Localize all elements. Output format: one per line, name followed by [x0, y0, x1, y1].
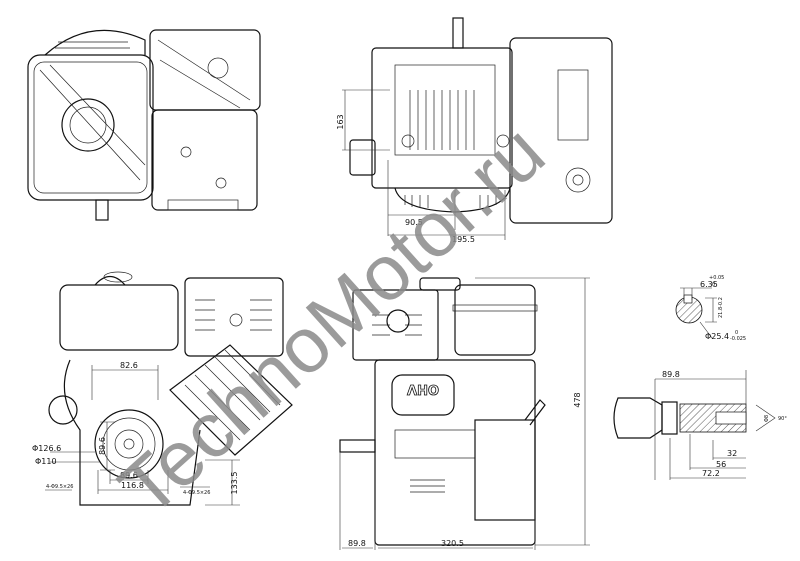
- ohv-label: OHV: [407, 381, 439, 396]
- dim-mount-inner: 89.6: [120, 471, 138, 480]
- dim-bolt-left: 4-Φ9.5×26: [46, 484, 73, 490]
- dim-key-tol-low: 0: [712, 282, 715, 288]
- dim-shaft-total: 72.2: [702, 469, 720, 478]
- dim-angle: 90°: [778, 416, 787, 422]
- dim-top-width: 195.5: [452, 235, 475, 244]
- side-view: OHV 478 89.8 320.5: [339, 277, 590, 550]
- dim-top-offset: 90.5: [405, 218, 423, 227]
- dim-dia-tol-low: -0.025: [730, 336, 746, 342]
- dim-key-width: 6.35: [700, 280, 718, 289]
- watermark: TechnoMotor.ru: [102, 107, 560, 532]
- dim-key-depth: 21.8-0.2: [718, 297, 724, 318]
- dim-key-tol: +0.05: [709, 275, 724, 281]
- dim-shaft-length: 89.8: [348, 539, 366, 548]
- dim-shaft-side-length: 89.8: [662, 370, 680, 379]
- dim-bolt-right: 4-Φ9.5×26: [183, 490, 210, 496]
- dim-front-height: 133.5: [230, 472, 239, 495]
- dim-dia-outer: Φ126.6: [32, 444, 61, 453]
- dim-bore-width: 82.6: [120, 361, 138, 370]
- top-view-left: [27, 29, 261, 221]
- shaft-section: 6.35 +0.05 0 21.8-0.2 Φ25.4 0 -0.025: [675, 275, 746, 342]
- dim-thread: Φ8: [764, 415, 770, 422]
- dim-shaft-diameter: Φ25.4: [705, 332, 729, 341]
- dim-dia-tol-high: 0: [735, 330, 738, 336]
- top-view-center: 163 90.5 195.5: [336, 17, 613, 244]
- dim-bore-depth: 56: [716, 460, 726, 469]
- dim-mount-outer: 116.8: [121, 481, 144, 490]
- dim-dia-inner: Φ110: [35, 457, 57, 466]
- dim-body-length: 320.5: [441, 539, 464, 548]
- dim-total-height: 478: [573, 392, 582, 407]
- dim-thread-depth: 32: [727, 449, 737, 458]
- front-view: 82.6 89.6 89.6 116.8 133.5 Φ126.6 Φ110 4…: [32, 271, 293, 506]
- shaft-side: 89.8 32 56 72.2 Φ8 90°: [613, 370, 787, 480]
- dim-mount-height: 89.6: [98, 437, 107, 455]
- dim-top-height: 163: [336, 114, 345, 129]
